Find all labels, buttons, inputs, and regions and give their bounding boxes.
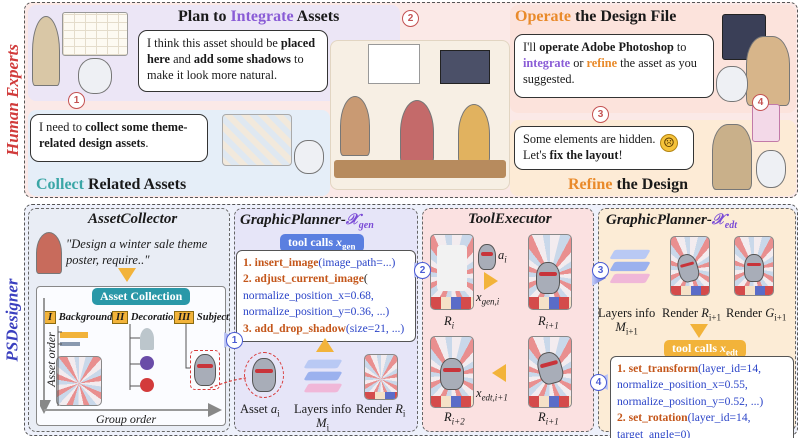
- refine-title: Refine the Design: [568, 176, 688, 193]
- operate-title: Operate the Design File: [515, 8, 677, 25]
- collector-robot: [294, 140, 324, 174]
- edt-down-arrow: [690, 324, 708, 338]
- asset-bg-bar-1: [60, 332, 88, 338]
- refine-designer: [712, 124, 752, 190]
- x-gen-caption: xgen,i: [476, 290, 500, 307]
- plan-title: Plan to Integrate Assets: [178, 8, 340, 25]
- edt-call-line: target_angle=0): [617, 427, 691, 438]
- scene-person-left: [340, 96, 370, 156]
- refine-robot: [756, 150, 786, 188]
- ri2-mouse: [440, 358, 464, 390]
- step-4-badge: 4: [752, 94, 769, 111]
- exec-ai-caption: ai: [498, 248, 507, 265]
- collect-speech-bubble: I need to collect some theme-related des…: [30, 114, 208, 162]
- planner-edt-tool-calls: 1. set_transform(layer_id=14, normalize_…: [610, 356, 794, 438]
- group-order-axis-label: Group order: [96, 412, 157, 426]
- x-edt-caption: xedt,i+1: [476, 386, 508, 403]
- robot-at-desk: [716, 66, 748, 102]
- asset-bg-sunburst: [56, 356, 102, 406]
- flow-step-2-badge: 2: [414, 262, 431, 279]
- toolexec-title: ToolExecutor: [468, 211, 552, 227]
- ri-caption: Ri: [444, 314, 455, 331]
- asset-ai-frame: [244, 352, 284, 398]
- gen-call-line: 1. insert_image(image_path=...): [243, 256, 396, 269]
- category-subject: III Subject: [174, 311, 229, 324]
- planner-gen-up-arrow: [316, 338, 334, 352]
- asset-bg-bar-2: [60, 342, 80, 346]
- gen-call-line: 3. add_drop_shadow(size=21, ...): [243, 321, 405, 335]
- planning-board: [62, 12, 128, 56]
- asset-ai-caption: Asset ai: [240, 402, 280, 419]
- edt-render-r-caption: Render Ri+1: [662, 306, 721, 323]
- planner-edt-pill: tool calls xedt: [664, 340, 746, 359]
- ri1-mouse: [536, 262, 560, 294]
- gen-call-line: normalize_position_x=0.68,: [243, 288, 374, 302]
- plan-speech-bubble: I think this asset should be placed here…: [138, 30, 328, 92]
- step-1-badge: 1: [68, 92, 85, 109]
- gen-call-line: 2. adjust_current_image(: [243, 272, 368, 286]
- ri1b-caption: Ri+1: [538, 410, 559, 427]
- planner-gen-title: GraphicPlanner-𝒳gen: [240, 212, 374, 231]
- scene-person-center: [400, 100, 434, 164]
- asset-deco-leaf: [140, 328, 154, 350]
- refine-speech-bubble: Some elements are hidden. Let's fix the …: [514, 126, 694, 170]
- step-3-badge: 3: [592, 106, 609, 123]
- flow-step-1-badge: 1: [226, 332, 243, 349]
- planner-edt-title: GraphicPlanner-𝒳edt: [606, 212, 737, 231]
- planner-gen-pill: tool calls xgen: [280, 234, 364, 253]
- collect-title: Collect Related Assets: [36, 176, 187, 193]
- requester-quote: "Design a winter sale theme poster, requ…: [66, 237, 208, 268]
- edt-call-line: normalize_position_y=0.52, ...): [617, 394, 764, 408]
- ri1-caption: Ri+1: [538, 314, 559, 331]
- render-ri-thumb: [364, 354, 398, 400]
- scene-monitor: [440, 50, 490, 84]
- category-decoration: II Decoration: [112, 311, 179, 324]
- edt-call-line: 2. set_rotation(layer_id=14,: [617, 411, 751, 425]
- gen-call-line: normalize_position_y=0.36, ...): [243, 305, 390, 319]
- edt-gi1-mouse: [744, 254, 764, 282]
- edt-call-line: 1. set_transform(layer_id=14,: [617, 362, 762, 375]
- step-2-badge: 2: [402, 10, 419, 27]
- asset-deco-flower: [140, 378, 154, 392]
- category-background: I Background: [44, 311, 112, 324]
- scene-desk: [334, 160, 506, 178]
- robot-assistant: [78, 58, 112, 94]
- subject-mouse-asset: [194, 354, 216, 386]
- render-ri-canvas: [430, 234, 474, 310]
- collector-down-arrow: [118, 268, 136, 282]
- exec-forward-arrow: [484, 272, 498, 290]
- sad-face-icon: ☹: [660, 134, 678, 152]
- edt-render-g-caption: Render Gi+1: [726, 306, 787, 323]
- flow-step-3-badge: 3: [592, 262, 609, 279]
- edt-call-line: normalize_position_x=0.55,: [617, 378, 748, 392]
- subject-asset-frame: [190, 350, 220, 390]
- ri2-caption: Ri+2: [444, 410, 465, 427]
- asset-ai-mouse: [252, 358, 276, 392]
- exec-asset-mouse: [478, 244, 496, 270]
- flow-step-4-badge: 4: [590, 374, 607, 391]
- exec-back-arrow: [492, 364, 506, 382]
- order-axes: [40, 298, 222, 417]
- planner-gen-tool-calls: 1. insert_image(image_path=...) 2. adjus…: [236, 250, 416, 343]
- operate-speech-bubble: I'll operate Adobe Photoshop to integrat…: [514, 34, 714, 98]
- requester-figure: [36, 232, 62, 274]
- scene-board: [368, 44, 420, 84]
- asset-collection-label: Asset Collection: [92, 288, 191, 305]
- presenter-figure: [32, 16, 60, 86]
- asset-deco-dot: [140, 356, 154, 370]
- collection-tree-lines: [57, 324, 190, 406]
- assetcollector-title: AssetCollector: [88, 211, 178, 227]
- render-ri-caption: Render Ri: [356, 402, 406, 419]
- asset-wall: [222, 114, 292, 166]
